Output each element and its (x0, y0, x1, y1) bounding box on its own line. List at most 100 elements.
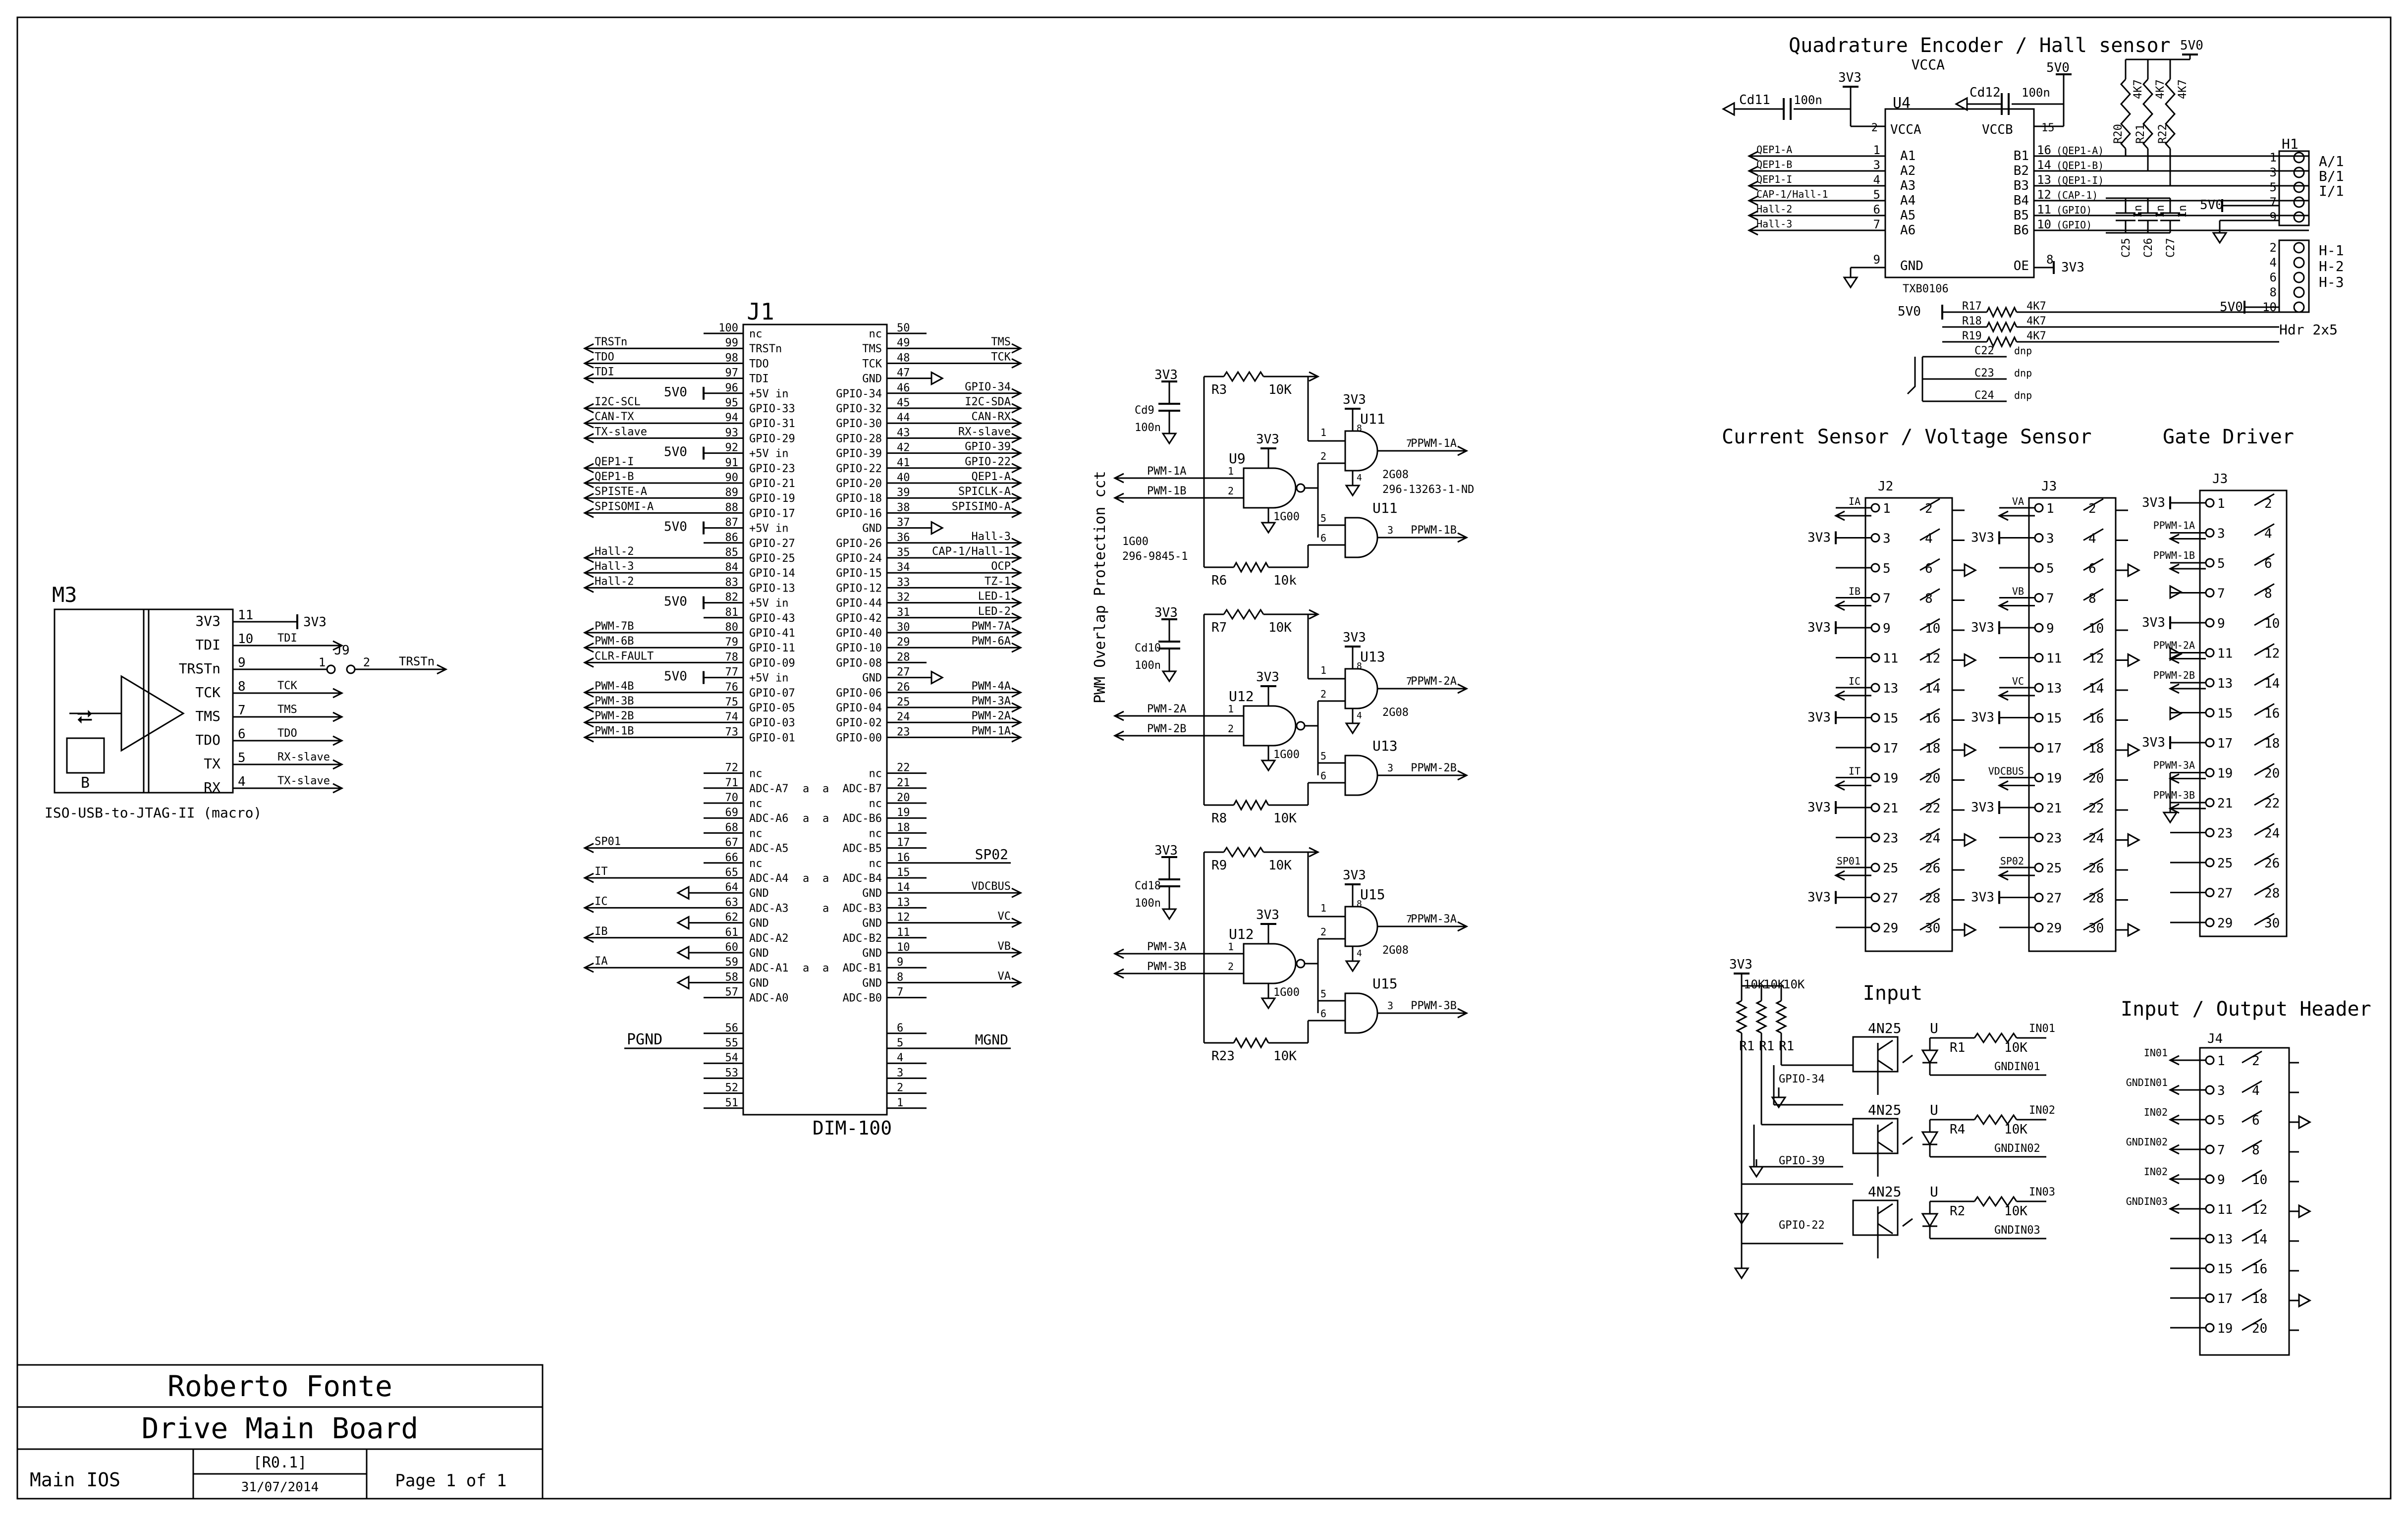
gnd-icon (2169, 585, 2183, 599)
m3-pin-name: TMS (195, 708, 220, 724)
pin-num: 19 (2217, 766, 2233, 781)
j2-pin (1870, 803, 1880, 812)
ground-icon (1161, 908, 1177, 920)
net-label: SPISOMI-A (595, 500, 654, 513)
gd-pin (2205, 558, 2215, 568)
pin-num: 17 (2217, 736, 2233, 751)
u4-pin-name: VCCA (1890, 122, 1921, 137)
opto-transistor (1877, 1141, 1893, 1153)
nand-bubble-icon (1296, 721, 1306, 731)
pin-num: 1 (1873, 143, 1880, 157)
net-label: PPWM-2A (1411, 675, 1457, 688)
j1-pin-name: GPIO-40 (836, 627, 882, 640)
j4-pin-mark (2242, 1169, 2262, 1183)
j1-pin-name: GPIO-11 (749, 642, 795, 654)
net-label: TDO (595, 351, 614, 363)
signal-arrow-icon (1011, 567, 1023, 578)
signal-arrow-icon (1011, 642, 1023, 653)
pin-num: 6 (1925, 561, 1933, 576)
signal-arrow-icon (332, 759, 344, 770)
h1-part: Hdr 2x5 (2279, 322, 2338, 338)
net-label: GNDIN02 (1994, 1142, 2040, 1155)
j3-pin-mark (2083, 738, 2104, 751)
gd-ref: J3 (2212, 472, 2228, 487)
pin-num: 8 (1925, 592, 1933, 606)
j1-pin-name: ADC-B5 (843, 843, 882, 855)
j3-pin-mark (2083, 798, 2104, 811)
net-label: IA (595, 955, 608, 968)
signal-arrow-icon (583, 418, 594, 429)
pin-num: 7 (1883, 592, 1891, 606)
pin-num: 3 (2217, 527, 2225, 541)
j2-pin (1870, 773, 1880, 782)
net-label: 5V0 (1898, 304, 1921, 319)
pin-num: 2 (2252, 1054, 2260, 1069)
net-label: Hall-3 (595, 560, 634, 573)
pin-num: 1 (2270, 151, 2277, 164)
pin-num: 3 (2217, 1083, 2225, 1098)
signal-arrow-icon (583, 732, 594, 743)
pin-num: 7 (2217, 587, 2225, 601)
net-label: SP02 (975, 846, 1008, 863)
690 (1986, 335, 2018, 348)
pin-num: 6 (2088, 561, 2096, 576)
ground-icon (1345, 960, 1361, 973)
j1-pin-name: GND (862, 373, 882, 385)
optocoupler-icon (1852, 1036, 1899, 1073)
sheet-border (16, 16, 2392, 1500)
net-label: PPWM-1B (2153, 549, 2195, 561)
pin-num: 5 (2270, 180, 2277, 194)
pin-num: 4 (2252, 1083, 2260, 1098)
net-label: GPIO-34 (965, 381, 1011, 393)
j1-pin-num: 85 (725, 546, 739, 559)
resistor-ref: R9 (1211, 858, 1227, 873)
net-label: OCP (991, 560, 1011, 573)
j1-pin-name: GPIO-44 (836, 597, 882, 610)
gd-pin (2205, 858, 2215, 867)
net-label: (GPIO) (2056, 204, 2092, 216)
gnd-icon (930, 670, 944, 685)
j3-pin (2034, 503, 2044, 513)
resistor-value: 4K7 (2026, 315, 2046, 327)
signal-arrow-icon (583, 627, 594, 638)
j1-part: DIM-100 (813, 1117, 892, 1139)
j1-pin-num: 10 (897, 941, 910, 954)
j1-pin-num: 15 (897, 866, 910, 879)
j1-pin-num: 20 (897, 792, 910, 804)
signal-arrow-icon (583, 492, 594, 503)
j1-pin-num: 64 (725, 881, 739, 894)
signal-arrow-icon (1309, 847, 1320, 858)
gnd-icon (2298, 1204, 2312, 1219)
net-label: 5V0 (664, 385, 687, 400)
ground-icon (1345, 485, 1361, 497)
j4-pin (2205, 1204, 2215, 1214)
pin-num: 3 (1387, 762, 1393, 774)
j1-pin-name: GPIO-08 (836, 657, 882, 669)
j1-pin-num: 35 (897, 546, 910, 559)
net-label: Hall-3 (1756, 218, 1792, 230)
j1-pin-num: 80 (725, 621, 739, 634)
resistor-value: 4K7 (2177, 79, 2189, 99)
j1-pin-name: GPIO-19 (749, 492, 795, 505)
gate-ref: U13 (1360, 649, 1385, 665)
j3-pin-mark (2083, 618, 2104, 631)
j1-pin-num: 3 (897, 1067, 903, 1079)
net-label: RX-slave (958, 426, 1011, 438)
signal-arrow-icon (583, 962, 594, 973)
m3-pin-num: 8 (238, 679, 246, 694)
pin-num: 16 (2088, 711, 2104, 726)
net-label: 5V0 (664, 595, 687, 609)
pin-num: 10 (2037, 217, 2051, 231)
j1-pin-name: GPIO-09 (749, 657, 795, 669)
2095 (1973, 1032, 2018, 1044)
u4-pin-name: A1 (1900, 149, 1915, 163)
j3-pin-mark (2083, 558, 2104, 571)
pin-num: 21 (1883, 801, 1898, 816)
gd-pin-mark (2254, 613, 2275, 626)
j1-pin-name: GPIO-05 (749, 702, 795, 714)
net-label: 3V3 (1343, 868, 1366, 883)
cap-ref: C25 (2120, 238, 2133, 258)
nand-bubble-icon (1296, 483, 1306, 493)
pin-num: 3 (1873, 158, 1880, 172)
pin-num: 23 (2217, 826, 2233, 841)
